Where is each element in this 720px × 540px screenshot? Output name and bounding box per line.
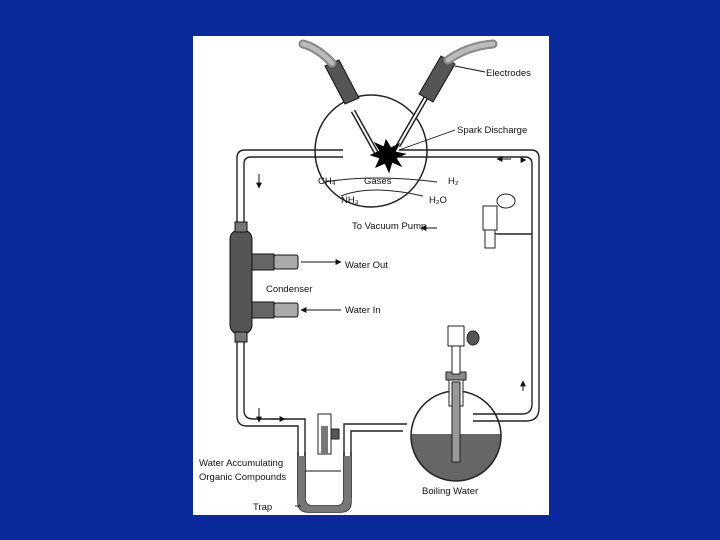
glass-tubing: [236, 149, 540, 498]
label-h2: H₂: [448, 176, 459, 187]
spark-chamber-flask: [298, 39, 498, 208]
figure-panel: Electrodes Spark Discharge CH₄ Gases H₂ …: [193, 36, 549, 515]
label-vacuum-pump: To Vacuum Pump: [352, 221, 426, 232]
pointer-lines: [295, 65, 486, 507]
condenser: [229, 221, 299, 343]
label-trap: Trap: [253, 502, 272, 513]
label-nh3: NH₃: [341, 195, 359, 206]
label-gases: Gases: [364, 176, 392, 187]
vacuum-stopcock: [482, 193, 516, 249]
label-spark-discharge: Spark Discharge: [457, 125, 527, 136]
label-condenser: Condenser: [266, 284, 312, 295]
boiling-flask: [410, 325, 502, 482]
label-h2o: H₂O: [429, 195, 447, 206]
miller-urey-apparatus-diagram: Electrodes Spark Discharge CH₄ Gases H₂ …: [199, 39, 540, 513]
label-water-accumulating: Water Accumulating: [199, 458, 283, 469]
label-water-out: Water Out: [345, 260, 388, 271]
spark-discharge-icon: [369, 138, 407, 174]
trap: [297, 413, 352, 513]
label-boiling-water: Boiling Water: [422, 486, 478, 497]
label-organic-compounds: Organic Compounds: [199, 472, 286, 483]
label-electrodes: Electrodes: [486, 68, 531, 79]
label-water-in: Water In: [345, 305, 381, 316]
gas-lines: [324, 177, 438, 197]
label-ch4: CH₄: [318, 176, 336, 187]
flow-arrows: [256, 156, 526, 423]
